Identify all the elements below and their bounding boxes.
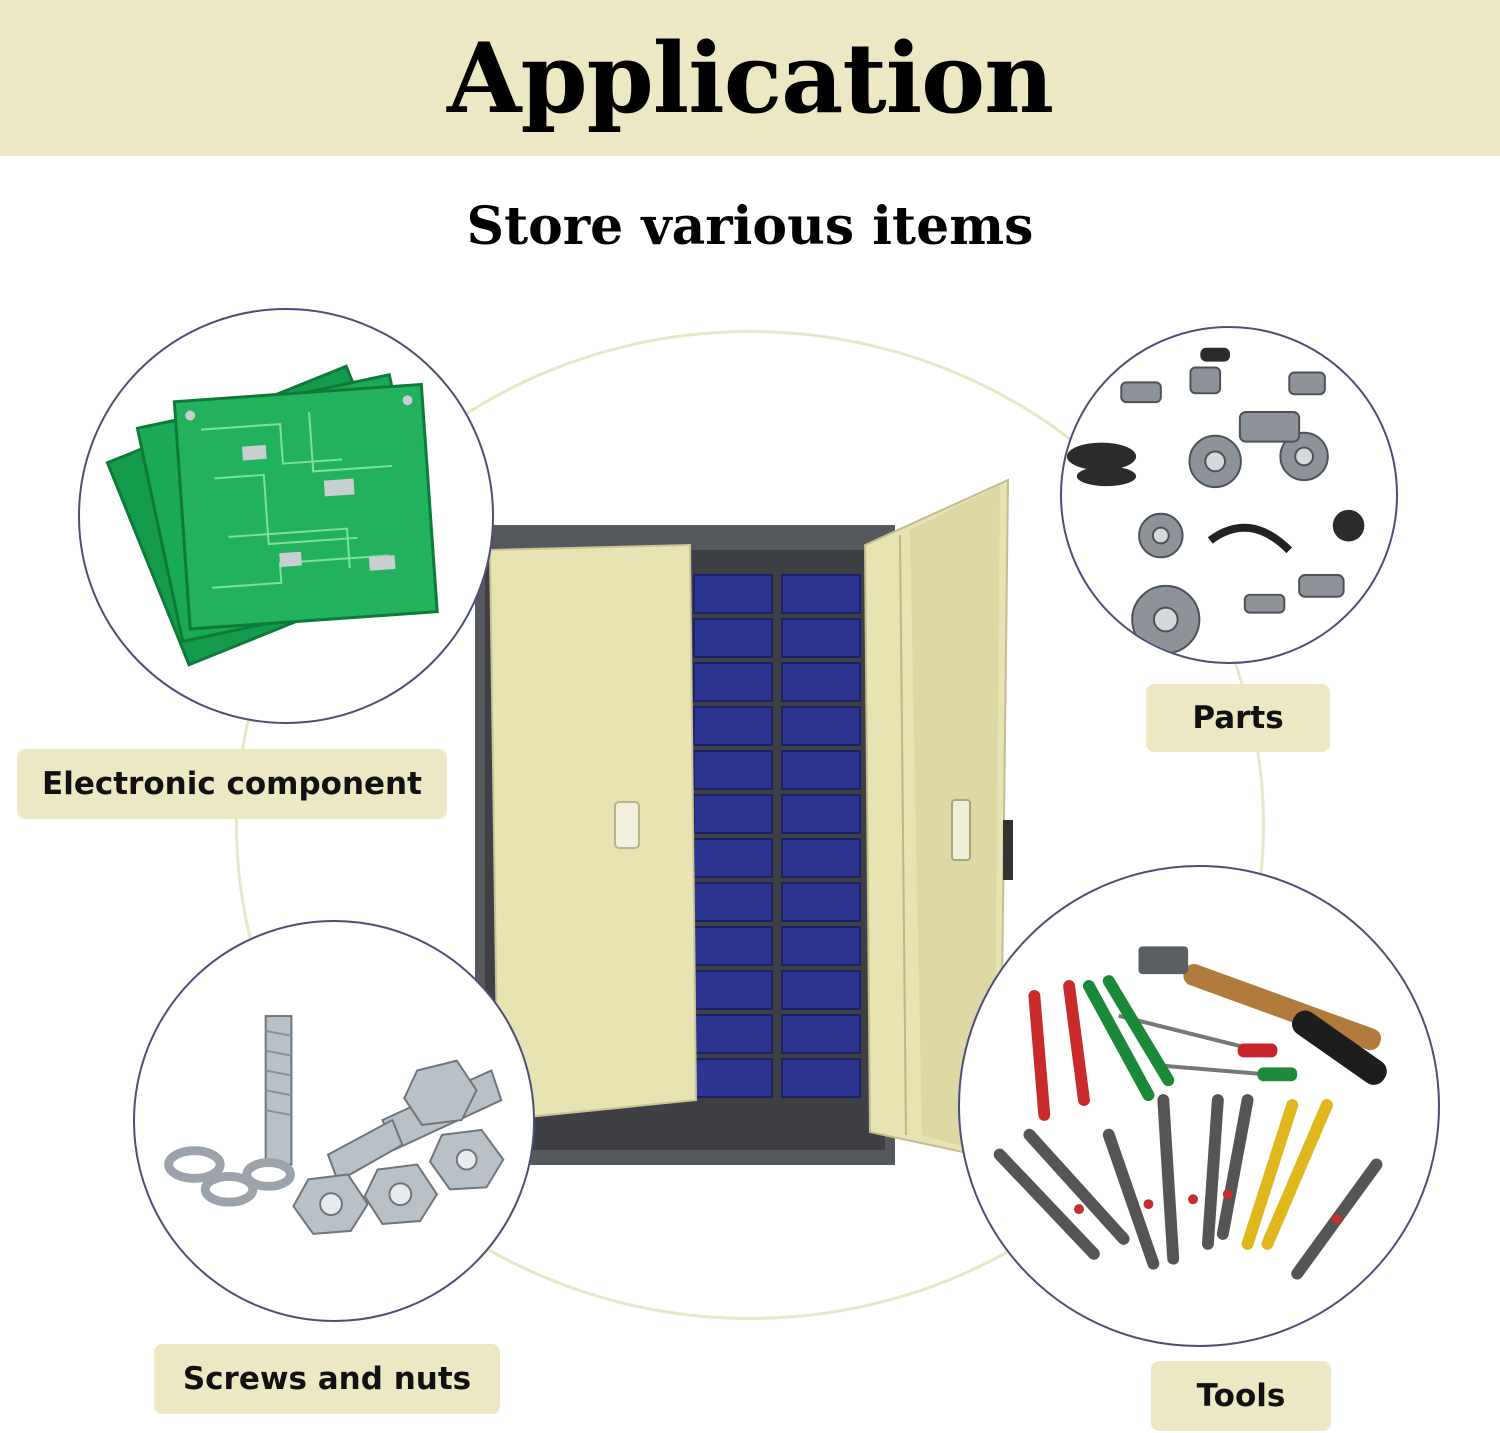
storage-bin bbox=[781, 1014, 861, 1054]
tag-screws-and-nuts-label: Screws and nuts bbox=[182, 1361, 472, 1397]
header-banner: Application bbox=[0, 0, 1500, 156]
storage-bin bbox=[781, 794, 861, 834]
auto-parts-icon bbox=[1066, 342, 1365, 655]
storage-bin bbox=[781, 750, 861, 790]
storage-bin bbox=[693, 574, 773, 614]
tag-parts: Parts bbox=[1146, 684, 1330, 752]
storage-bin bbox=[781, 926, 861, 966]
storage-bin bbox=[781, 838, 861, 878]
storage-bin bbox=[781, 618, 861, 658]
tag-screws-and-nuts: Screws and nuts bbox=[154, 1344, 500, 1414]
parts-photo bbox=[1060, 326, 1398, 664]
decorative-ring bbox=[235, 330, 1265, 1320]
tag-parts-label: Parts bbox=[1192, 700, 1284, 736]
storage-bin bbox=[781, 1058, 861, 1098]
storage-bin bbox=[781, 882, 861, 922]
storage-bin bbox=[781, 970, 861, 1010]
tag-tools-label: Tools bbox=[1196, 1378, 1286, 1414]
storage-bin bbox=[693, 882, 773, 922]
storage-bin bbox=[693, 970, 773, 1010]
bolts-nuts-icon bbox=[164, 1015, 505, 1235]
screws-and-nuts-photo bbox=[133, 920, 535, 1322]
storage-bin bbox=[693, 618, 773, 658]
cabinet-illustration bbox=[475, 478, 1013, 1165]
storage-bin bbox=[693, 794, 773, 834]
hand-tools-icon bbox=[993, 946, 1387, 1280]
circuit-board-icon bbox=[105, 364, 439, 667]
storage-bin bbox=[693, 750, 773, 790]
page-title: Application bbox=[447, 21, 1054, 135]
storage-bin bbox=[693, 926, 773, 966]
tag-electronic-component: Electronic component bbox=[17, 749, 447, 819]
storage-bin bbox=[693, 838, 773, 878]
storage-bin bbox=[693, 1014, 773, 1054]
storage-bin bbox=[693, 662, 773, 702]
tools-photo bbox=[958, 865, 1440, 1347]
electronic-component-photo bbox=[78, 308, 494, 724]
storage-bin bbox=[781, 706, 861, 746]
storage-cabinet bbox=[470, 470, 1030, 1170]
page-subtitle: Store various items bbox=[466, 196, 1034, 257]
storage-bin bbox=[693, 706, 773, 746]
storage-bin bbox=[781, 662, 861, 702]
storage-bin bbox=[781, 574, 861, 614]
storage-bin bbox=[693, 1058, 773, 1098]
tag-electronic-component-label: Electronic component bbox=[42, 766, 422, 802]
tag-tools: Tools bbox=[1151, 1361, 1331, 1431]
bin-grid bbox=[693, 574, 861, 1098]
